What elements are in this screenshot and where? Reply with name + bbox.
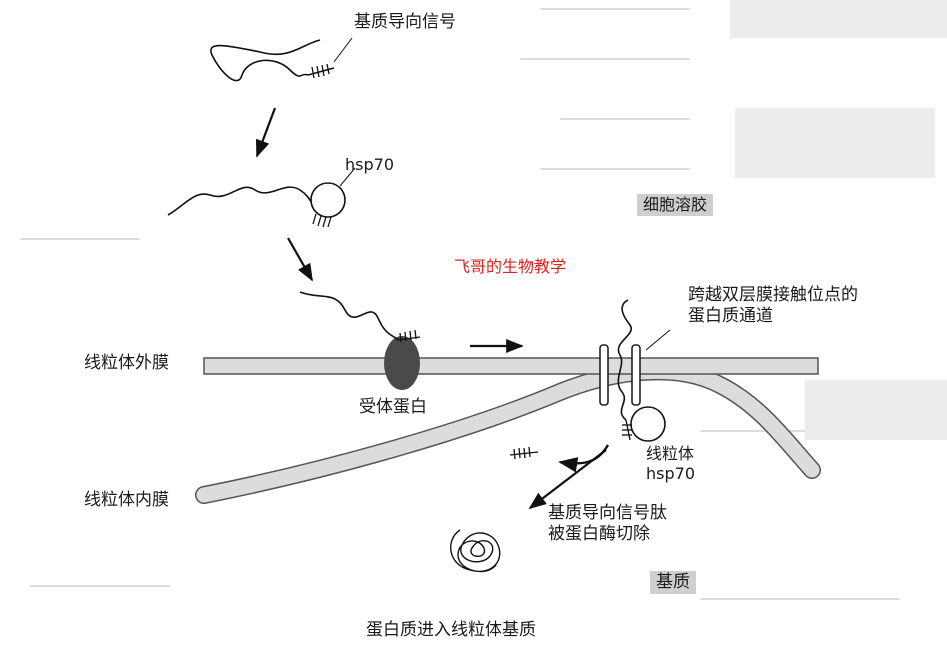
arrow-1 bbox=[257, 108, 275, 156]
arrow-2 bbox=[288, 238, 312, 280]
cleaved-signal-peptide bbox=[510, 447, 538, 459]
watermark-text: 飞哥的生物教学 bbox=[454, 257, 566, 277]
channel-post-right bbox=[632, 345, 640, 405]
channel-label-line1: 跨越双层膜接触位点的 bbox=[688, 285, 858, 306]
signal-label: 基质导向信号 bbox=[354, 12, 456, 33]
cleavage-label-line2: 被蛋白酶切除 bbox=[548, 524, 667, 545]
receptor-protein bbox=[384, 336, 420, 390]
cleavage-label: 基质导向信号肽 被蛋白酶切除 bbox=[548, 503, 667, 546]
precursor-chain-2 bbox=[168, 187, 318, 215]
hsp70-mitochondrial bbox=[631, 407, 665, 441]
hsp70-cytosolic bbox=[311, 183, 345, 217]
figure-caption: 蛋白质进入线粒体基质 bbox=[366, 620, 536, 641]
channel-label-line2: 蛋白质通道 bbox=[688, 306, 858, 327]
folded-protein bbox=[451, 530, 500, 572]
inner-membrane-label: 线粒体内膜 bbox=[84, 490, 169, 511]
receptor-label: 受体蛋白 bbox=[359, 397, 427, 418]
precursor-chain-1 bbox=[211, 40, 320, 81]
cleavage-label-line1: 基质导向信号肽 bbox=[548, 503, 667, 524]
mito-hsp70-label: 线粒体 hsp70 bbox=[646, 444, 695, 484]
outer-membrane-label: 线粒体外膜 bbox=[84, 353, 169, 374]
channel-label: 跨越双层膜接触位点的 蛋白质通道 bbox=[688, 285, 858, 328]
precursor-chain-3 bbox=[300, 292, 398, 340]
mito-hsp70-line1: 线粒体 bbox=[646, 444, 695, 464]
hsp70-cytosol-label: hsp70 bbox=[345, 155, 394, 175]
matrix-label: 基质 bbox=[650, 571, 696, 594]
mito-hsp70-line2: hsp70 bbox=[646, 464, 695, 484]
arrow-to-matrix bbox=[530, 450, 606, 508]
outer-membrane bbox=[204, 358, 818, 374]
cytosol-label: 细胞溶胶 bbox=[637, 194, 713, 216]
channel-post-left bbox=[600, 345, 608, 405]
